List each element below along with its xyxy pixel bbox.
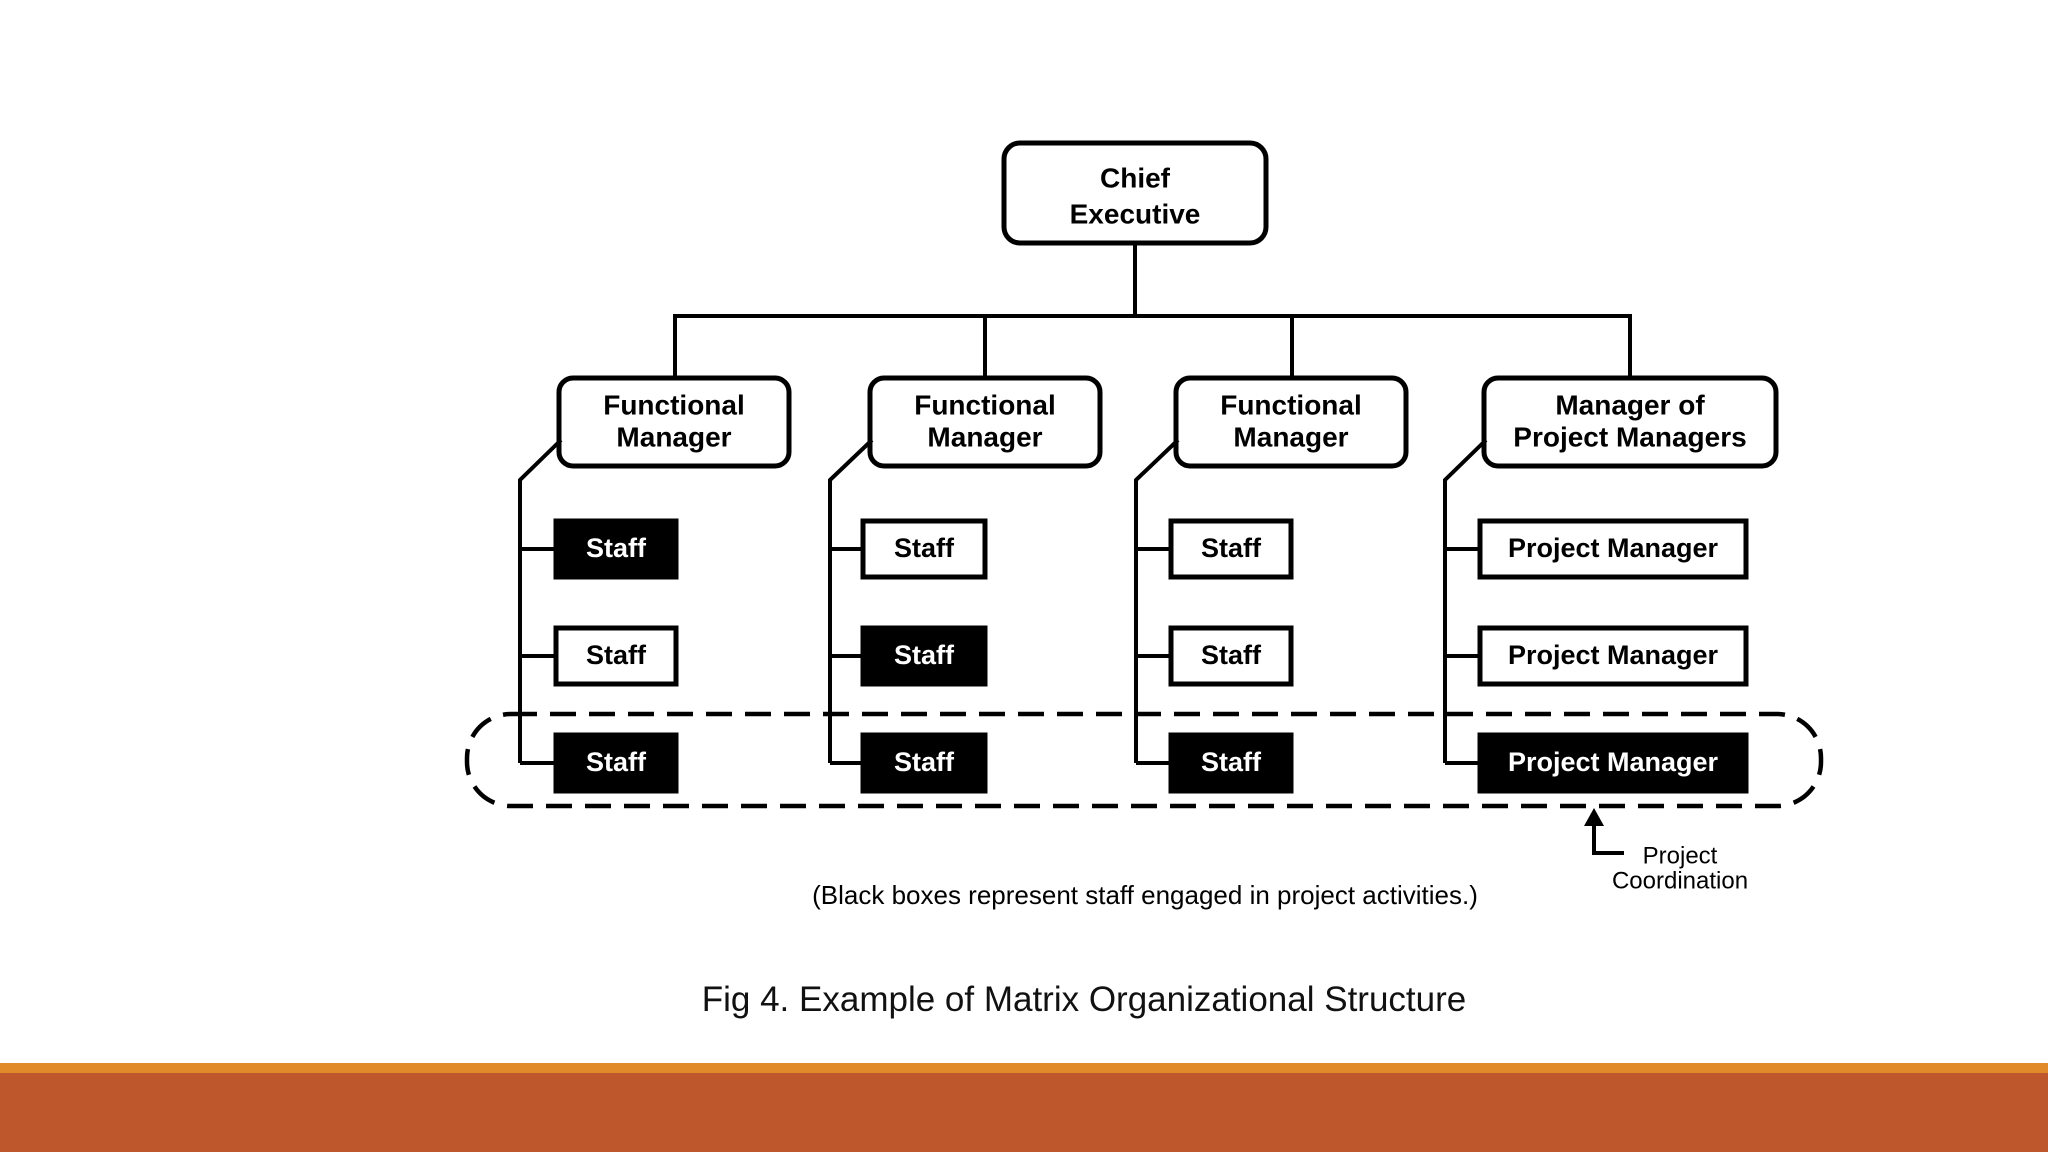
staff-box [1168, 625, 1294, 687]
diagram-note: (Black boxes represent staff engaged in … [812, 880, 1478, 910]
staff-label: Staff [894, 747, 955, 777]
staff-label: Staff [586, 533, 647, 563]
manager-label: Functional [1220, 390, 1362, 421]
staff-label: Staff [1201, 533, 1262, 563]
spine-connector [1134, 438, 1180, 763]
figure-caption: Fig 4. Example of Matrix Organizational … [701, 980, 1467, 1019]
spine-connector [1443, 438, 1488, 763]
manager-box [1173, 375, 1409, 469]
manager-label: Manager [927, 422, 1042, 453]
manager-box [867, 375, 1103, 469]
org-chart-diagram: ChiefExecutiveFunctionalManagerStaffStaf… [464, 140, 1824, 910]
staff-box [860, 518, 988, 580]
chief-executive-label: Chief [1100, 163, 1171, 194]
staff-label: Staff [586, 640, 647, 670]
engaged-staff-box [553, 732, 679, 794]
staff-label: Project Manager [1508, 747, 1719, 777]
manager-box [1481, 375, 1779, 469]
engaged-staff-box [553, 518, 679, 580]
manager-label: Manager of [1555, 390, 1705, 421]
manager-label: Project Managers [1513, 422, 1746, 453]
manager-label: Manager [616, 422, 731, 453]
manager-label: Functional [603, 390, 745, 421]
manager-label: Manager [1233, 422, 1348, 453]
staff-box [553, 625, 679, 687]
staff-box [1477, 518, 1749, 580]
staff-label: Staff [1201, 640, 1262, 670]
engaged-staff-box [1168, 732, 1294, 794]
staff-label: Staff [894, 640, 955, 670]
manager-label: Functional [914, 390, 1056, 421]
spine-connector [518, 438, 563, 763]
engaged-staff-box [860, 625, 988, 687]
staff-label: Project Manager [1508, 640, 1719, 670]
engaged-staff-box [860, 732, 988, 794]
project-coordination-outline [464, 711, 1824, 809]
staff-box [1477, 625, 1749, 687]
staff-label: Staff [894, 533, 955, 563]
arrow-head-icon [1584, 808, 1604, 826]
staff-box [1168, 518, 1294, 580]
staff-label: Project Manager [1508, 533, 1719, 563]
engaged-staff-box [1477, 732, 1749, 794]
spine-connector [828, 438, 874, 763]
chief-executive-label: Executive [1070, 199, 1201, 230]
staff-label: Staff [586, 747, 647, 777]
staff-label: Staff [1201, 747, 1262, 777]
coordination-label: Project [1643, 843, 1718, 870]
coordination-label: Coordination [1612, 868, 1748, 895]
footer-band [0, 1073, 2048, 1152]
manager-box [556, 375, 792, 469]
footer-accent-line [0, 1063, 2048, 1073]
coordination-arrow [1592, 820, 1624, 855]
